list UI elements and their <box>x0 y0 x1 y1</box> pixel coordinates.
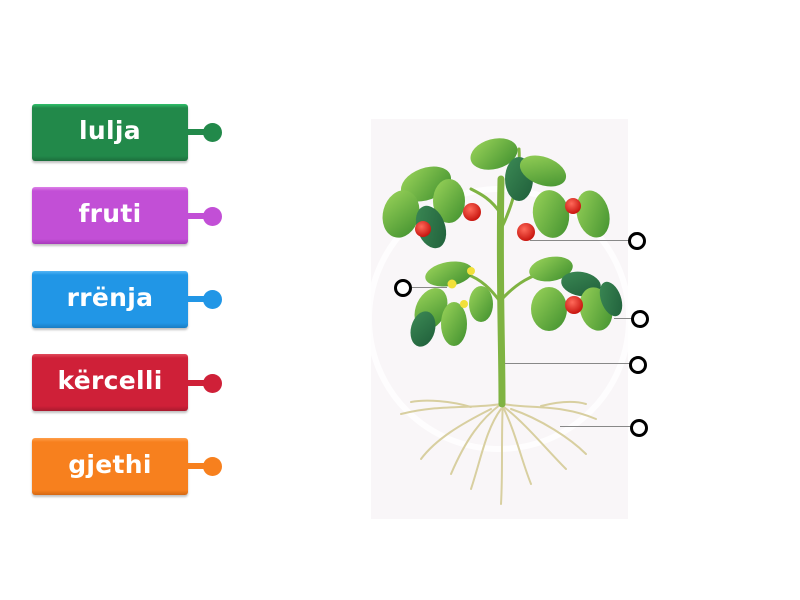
tile-connector <box>188 296 208 302</box>
tile-connector <box>188 380 208 386</box>
plant-diagram-image <box>366 119 632 519</box>
label-tile-lulja[interactable]: lulja <box>32 104 188 161</box>
label-tile-kercelli[interactable]: kërcelli <box>32 354 188 411</box>
tile-connector <box>188 463 208 469</box>
tile-label: rrënja <box>66 283 154 312</box>
drop-target-stem-pin[interactable] <box>629 356 647 374</box>
connector-knob[interactable] <box>203 457 222 476</box>
tomato-plant-illustration <box>366 138 632 505</box>
drop-target-fruit-pin[interactable] <box>628 232 646 250</box>
leader-line-leaf <box>614 318 632 319</box>
leader-line-flower <box>412 287 447 288</box>
tile-label: lulja <box>79 116 141 145</box>
drop-target-flower-pin[interactable] <box>394 279 412 297</box>
drop-target-root-pin[interactable] <box>630 419 648 437</box>
label-tile-fruti[interactable]: fruti <box>32 187 188 244</box>
tile-label: gjethi <box>68 450 152 479</box>
connector-knob[interactable] <box>203 290 222 309</box>
connector-knob[interactable] <box>203 207 222 226</box>
label-tile-rrenja[interactable]: rrënja <box>32 271 188 328</box>
tile-connector <box>188 129 208 135</box>
tile-connector <box>188 213 208 219</box>
leader-line-stem <box>505 363 631 364</box>
connector-knob[interactable] <box>203 374 222 393</box>
connector-knob[interactable] <box>203 123 222 142</box>
leader-line-root <box>560 426 632 427</box>
leader-line-fruit <box>530 240 630 241</box>
tile-label: kërcelli <box>57 366 163 395</box>
label-tile-gjethi[interactable]: gjethi <box>32 438 188 495</box>
tile-label: fruti <box>78 199 142 228</box>
drop-target-leaf-pin[interactable] <box>631 310 649 328</box>
